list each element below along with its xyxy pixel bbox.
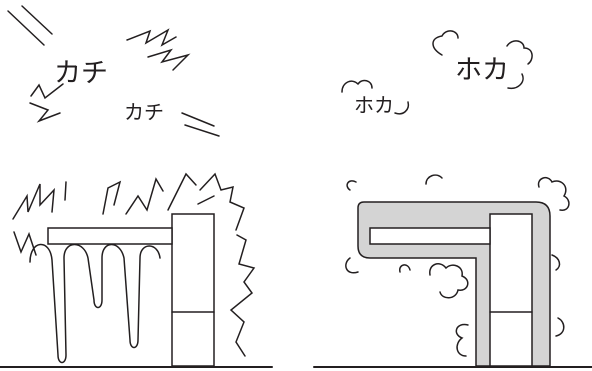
- dripping-icicles: [29, 243, 161, 364]
- steam-label-large: ホカ: [455, 55, 509, 86]
- steam-label-small: ホカ: [354, 93, 394, 117]
- cracking-zigzags: [12, 172, 256, 357]
- spark-lines: [7, 5, 220, 137]
- zigzag-bursts: [29, 28, 191, 123]
- left-panel: カチ カチ: [0, 5, 273, 368]
- faucet-insulated: [357, 201, 551, 367]
- sound-label-large: カチ: [54, 58, 108, 89]
- steam-clouds: [341, 30, 570, 357]
- sound-label-small: カチ: [124, 100, 164, 124]
- right-panel: ホカ ホカ: [313, 30, 592, 368]
- faucet-uninsulated: [47, 213, 215, 367]
